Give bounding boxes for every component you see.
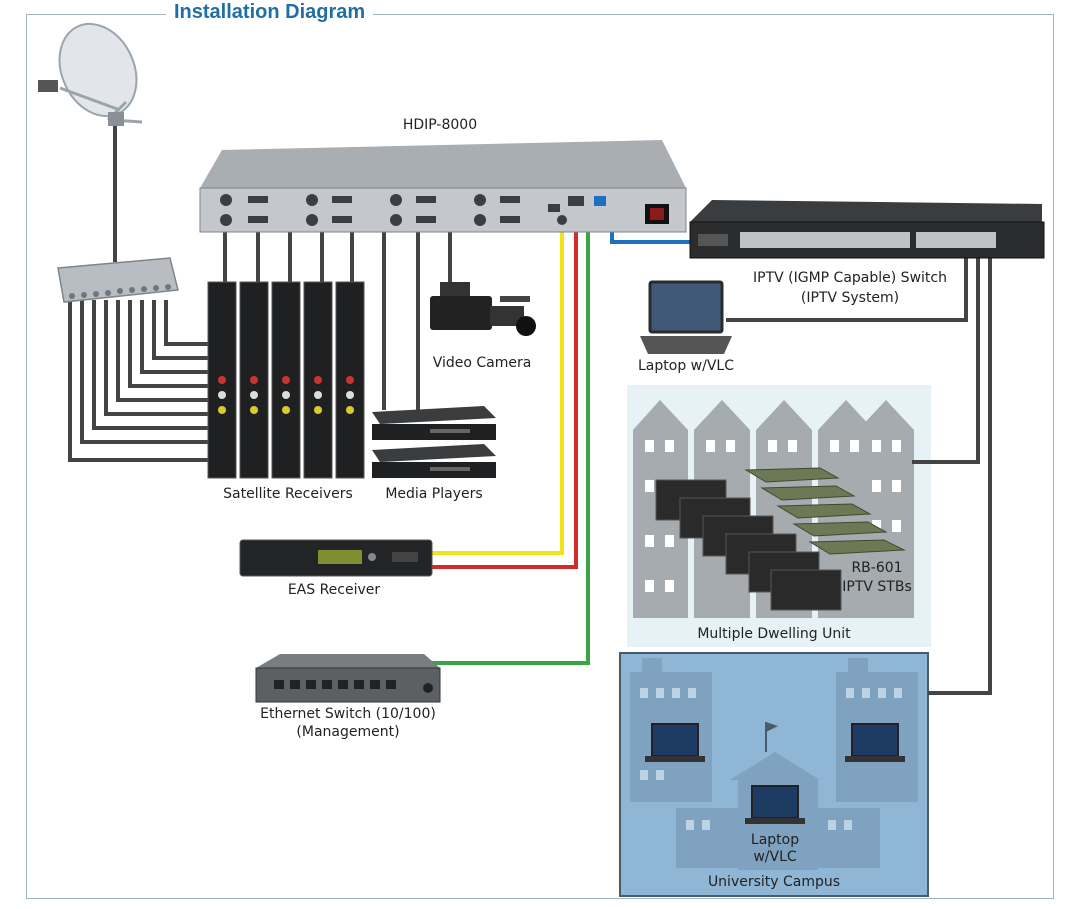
satellite-receivers-label: Satellite Receivers — [223, 486, 353, 502]
campus-laptop-center — [745, 785, 805, 824]
campus-laptop-right — [845, 723, 905, 762]
satellite-dish-icon — [38, 22, 143, 126]
laptop-vlc-icon — [640, 280, 732, 354]
rb601-stbs — [744, 467, 906, 555]
campus-laptop-label-line1: Laptop — [750, 832, 800, 848]
hdip-label: HDIP-8000 — [402, 117, 478, 133]
media-players — [372, 406, 496, 478]
video-camera-label: Video Camera — [432, 355, 532, 371]
media-players-label: Media Players — [385, 486, 483, 502]
video-camera-icon — [430, 282, 536, 336]
page-title: Installation Diagram — [166, 0, 374, 24]
hdip-8000-device — [199, 140, 687, 233]
campus-laptop-left — [645, 723, 705, 762]
university-campus-label: University Campus — [707, 874, 841, 890]
eas-receiver-label: EAS Receiver — [287, 582, 381, 598]
ethernet-switch-device — [255, 654, 441, 703]
laptop-vlc-label: Laptop w/VLC — [638, 358, 734, 374]
mdu-label: Multiple Dwelling Unit — [697, 626, 851, 642]
ethernet-switch-label-line2: (Management) — [296, 724, 400, 740]
iptv-switch-label-line2: (IPTV System) — [800, 290, 900, 306]
rb601-label-line2: IPTV STBs — [842, 579, 912, 595]
satellite-receivers — [207, 281, 365, 479]
diagram-frame — [26, 14, 1054, 899]
rb601-label-line1: RB-601 — [851, 560, 903, 576]
ethernet-switch-label-line1: Ethernet Switch (10/100) — [260, 706, 436, 722]
iptv-switch-device — [689, 200, 1045, 259]
iptv-switch-label-line1: IPTV (IGMP Capable) Switch — [753, 270, 947, 286]
eas-receiver-device — [239, 539, 433, 577]
tv-monitors — [655, 479, 842, 611]
multiswitch-icon — [57, 257, 179, 303]
mdu-area — [627, 385, 931, 647]
campus-laptop-label-line2: w/VLC — [753, 849, 797, 865]
campus-area — [619, 652, 929, 897]
